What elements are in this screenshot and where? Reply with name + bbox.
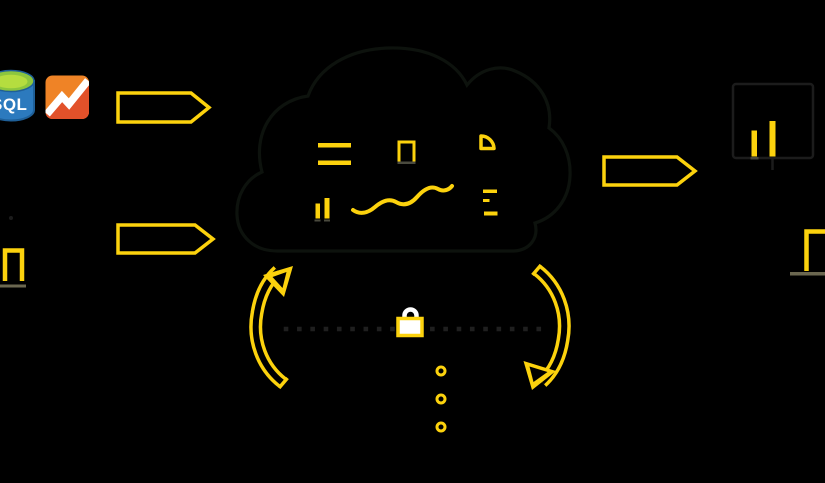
list-lines-icon — [483, 189, 498, 216]
right-edge-device-partial — [790, 229, 825, 276]
sync-arrow-right — [523, 263, 571, 390]
equals-lines-icon — [318, 143, 351, 165]
trend-squiggle-icon — [351, 184, 454, 215]
mini-bar-chart-icon — [314, 198, 330, 222]
arrow-source-to-cloud-bottom — [116, 223, 216, 255]
padlock-icon — [396, 307, 424, 338]
pie-quarter-icon — [479, 134, 496, 151]
sync-arrow-left — [249, 266, 293, 390]
dashboard-bars-icon — [750, 121, 776, 160]
monitor-outline — [731, 82, 815, 170]
arrow-cloud-to-dashboard — [602, 155, 698, 187]
document-icon — [397, 140, 416, 164]
arrow-source-to-cloud-top — [116, 91, 212, 124]
sql-database-icon: SQL — [0, 69, 35, 122]
analytics-trend-mark — [45, 78, 89, 117]
padlock-shackle — [402, 307, 419, 321]
ellipsis-dots — [435, 365, 447, 433]
cloud — [235, 46, 572, 253]
analytics-zigzag-icon — [45, 75, 89, 119]
sql-label: SQL — [0, 95, 27, 114]
padlock-body — [396, 316, 424, 338]
left-edge-device-partial — [0, 216, 26, 288]
